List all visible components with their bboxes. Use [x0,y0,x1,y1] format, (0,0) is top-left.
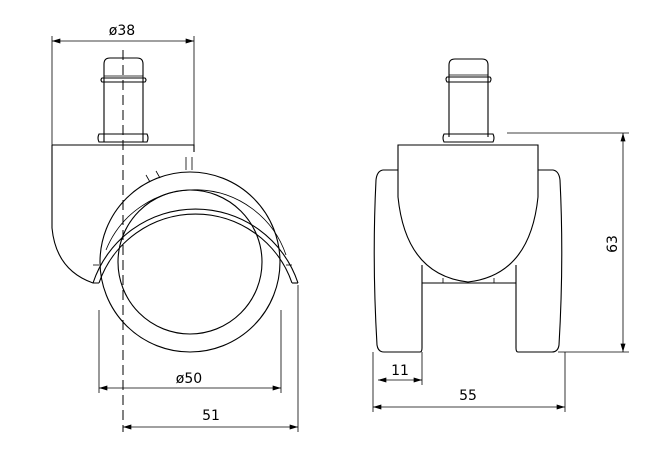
dim-label-total-width: 55 [459,388,477,404]
dimension-total-width: 55 [373,352,566,412]
dim-label-side-width: 51 [202,408,220,424]
front-stem [442,58,495,143]
dimension-side-width: 51 [122,285,299,432]
dim-label-top-diameter: ø38 [109,23,135,39]
dimension-top-diameter: ø38 [51,23,195,145]
side-wheel [92,157,299,353]
front-view: 63 11 55 [372,58,629,412]
dim-label-height: 63 [605,235,621,253]
side-view: ø38 ø50 51 [51,23,299,432]
dimension-wheel-diameter: ø50 [98,310,282,393]
front-left-wheel [373,169,423,353]
dimension-tire-width: 11 [372,352,423,412]
front-housing [397,144,539,284]
dimension-height: 63 [507,132,629,353]
dim-label-wheel-diameter: ø50 [176,371,202,387]
front-right-wheel [515,169,563,353]
dim-label-tire-width: 11 [391,363,409,379]
